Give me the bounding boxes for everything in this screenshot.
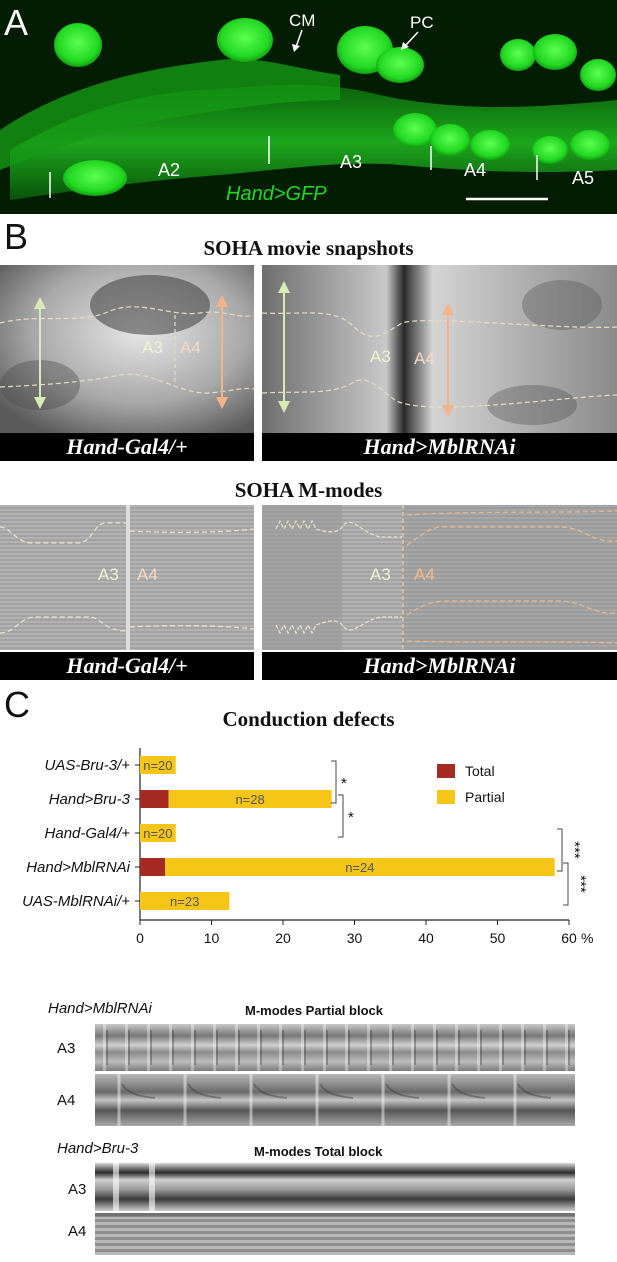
m-total-row-a4: A4 xyxy=(68,1223,87,1240)
x-tick-label: 20 xyxy=(275,930,291,946)
m-partial-row-a4: A4 xyxy=(57,1092,76,1109)
n-label: n=20 xyxy=(143,826,172,841)
category-label: UAS-Bru-3/+ xyxy=(45,757,131,774)
legend-swatch xyxy=(437,764,455,778)
significance-bracket xyxy=(557,828,563,872)
snapshot-rnai-drawing xyxy=(262,265,617,433)
snapshots-title: SOHA movie snapshots xyxy=(203,236,414,260)
m-partial-a4-drawing xyxy=(95,1074,575,1126)
significance-bracket xyxy=(563,862,569,906)
m-partial-genotype: Hand>MblRNAi xyxy=(48,1000,152,1017)
x-tick-label: 10 xyxy=(204,930,220,946)
bar-partial xyxy=(140,824,176,842)
segment-a3-label: A3 xyxy=(340,152,363,172)
x-tick-label: 40 xyxy=(418,930,434,946)
m-partial-a3-strip xyxy=(95,1024,575,1071)
n-label: n=23 xyxy=(170,894,199,909)
gfp-heart-image: CM PC A2 A3 A4 A5 Hand>GFP xyxy=(0,0,617,214)
segment-a5-label: A5 xyxy=(572,168,595,188)
m-total-a3-strip xyxy=(95,1163,575,1211)
category-label: Hand-Gal4/+ xyxy=(45,825,131,842)
significance-bracket xyxy=(338,794,344,838)
label-rnai-snapshot: Hand>MblRNAi xyxy=(262,433,617,461)
category-label: Hand>MblRNAi xyxy=(26,859,130,876)
x-unit-label: % xyxy=(581,930,593,946)
m-total-a4-drawing xyxy=(95,1213,575,1255)
label-pc: PC xyxy=(410,13,434,32)
significance-label: *** xyxy=(572,875,589,893)
category-label: Hand>Bru-3 xyxy=(49,791,131,808)
significance-bracket xyxy=(331,760,337,804)
panel-letter-a: A xyxy=(4,2,29,43)
mmode-rnai-a3: A3 xyxy=(370,565,391,584)
m-total-a4-strip xyxy=(95,1213,575,1255)
significance-label: *** xyxy=(566,841,583,859)
n-label: n=28 xyxy=(235,792,264,807)
snapshot-rnai-a4: A4 xyxy=(414,349,435,368)
significance-label: * xyxy=(348,809,354,826)
mmode-control-drawing xyxy=(0,505,254,650)
gfp-heart-drawing xyxy=(0,0,617,214)
x-tick-label: 0 xyxy=(136,930,144,946)
mmode-rnai-drawing xyxy=(262,505,617,650)
category-label: UAS-MblRNAi/+ xyxy=(22,893,130,910)
snapshot-control-a3: A3 xyxy=(142,338,163,357)
mmode-control-a4: A4 xyxy=(137,565,158,584)
legend-label: Total xyxy=(465,763,495,779)
x-tick-label: 30 xyxy=(347,930,363,946)
n-label: n=24 xyxy=(345,860,374,875)
bar-partial xyxy=(165,858,555,876)
chart-title: Conduction defects xyxy=(222,707,395,731)
panel-letter-c: C xyxy=(4,684,30,725)
m-total-row-a3: A3 xyxy=(68,1181,87,1198)
genotype-label: Hand>GFP xyxy=(226,183,327,205)
mmode-control-a3: A3 xyxy=(98,565,119,584)
significance-label: * xyxy=(341,775,347,792)
legend-swatch xyxy=(437,790,455,804)
segment-a2-label: A2 xyxy=(158,160,181,180)
m-partial-a4-strip xyxy=(95,1074,575,1126)
bar-partial xyxy=(140,892,230,910)
m-total-genotype: Hand>Bru-3 xyxy=(57,1140,139,1157)
m-partial-title: M-modes Partial block xyxy=(245,1003,383,1018)
label-control-mmode: Hand-Gal4/+ xyxy=(0,652,254,680)
m-total-a3-drawing xyxy=(95,1163,575,1211)
panel-letter-b: B xyxy=(4,216,29,257)
m-total-title: M-modes Total block xyxy=(254,1144,383,1159)
bar-total xyxy=(140,858,166,876)
mmode-control-image: A3 A4 xyxy=(0,505,254,650)
label-control-snapshot: Hand-Gal4/+ xyxy=(0,433,254,461)
bar-total xyxy=(140,790,169,808)
mmode-rnai-image: A3 A4 xyxy=(262,505,617,650)
mmode-rnai-a4: A4 xyxy=(414,565,435,584)
bar-partial xyxy=(140,756,176,774)
segment-a4-label: A4 xyxy=(464,160,487,180)
bar-partial xyxy=(168,790,332,808)
mmodes-title: SOHA M-modes xyxy=(234,478,383,502)
label-rnai-mmode: Hand>MblRNAi xyxy=(262,652,617,680)
snapshot-control-drawing xyxy=(0,265,254,433)
x-tick-label: 50 xyxy=(490,930,506,946)
legend-label: Partial xyxy=(465,789,505,805)
label-cm: CM xyxy=(289,11,316,30)
snapshot-rnai-a3: A3 xyxy=(370,347,391,366)
snapshot-rnai-image: A3 A4 xyxy=(262,265,617,433)
m-partial-row-a3: A3 xyxy=(57,1040,76,1057)
m-partial-a3-drawing xyxy=(95,1024,575,1071)
n-label: n=20 xyxy=(143,758,172,773)
snapshot-control-image: A3 A4 xyxy=(0,265,254,433)
snapshot-control-a4: A4 xyxy=(180,338,201,357)
x-tick-label: 60 xyxy=(561,930,577,946)
